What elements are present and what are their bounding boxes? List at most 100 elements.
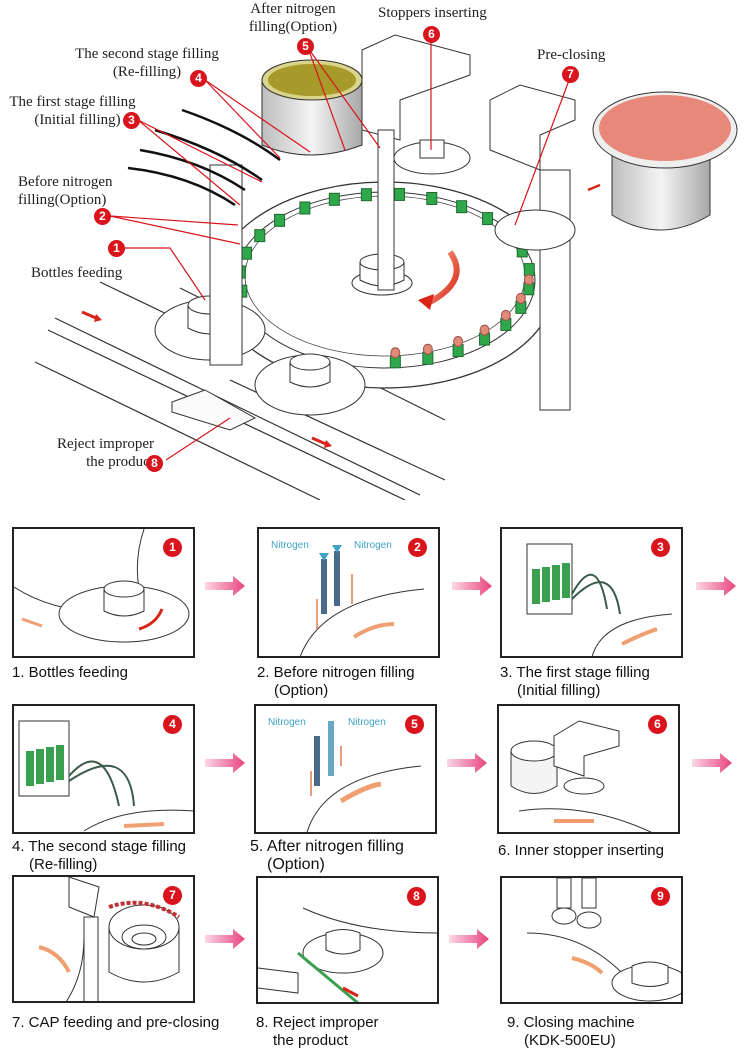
flow-arrow-icon (452, 576, 492, 596)
step-panel-5: Nitrogen Nitrogen 5 (254, 704, 437, 834)
bottle-cap (500, 309, 511, 321)
cap-feeding-illustration (38, 877, 181, 1001)
caption-text: 4. The second stage filling (12, 838, 187, 855)
label-line: (Re-filling) (112, 64, 182, 80)
nitrogen-label-right: Nitrogen (348, 717, 386, 728)
label-line: After nitrogen (250, 1, 336, 17)
step-panel-6: 6 (497, 704, 680, 834)
label-line: The first stage filling (9, 94, 136, 110)
step-panel-8: 8 (256, 876, 439, 1004)
step-badge: 2 (408, 538, 427, 557)
label-pre-closing: Pre-closing (537, 47, 606, 63)
step-badge: 9 (651, 887, 670, 906)
filling-hoses (127, 108, 281, 207)
callout-badge-8: 8 (146, 455, 163, 472)
bottle-cap (390, 347, 401, 359)
callout-badge-3: 3 (123, 112, 140, 129)
closing-machine-illustration (526, 878, 681, 1002)
bottles-feeding-illustration (14, 529, 190, 643)
reject-station (171, 389, 257, 431)
step-badge: 6 (648, 715, 667, 734)
step-panel-3: 3 (500, 527, 683, 658)
bottle (254, 229, 266, 243)
bottle-cap (422, 343, 433, 355)
step-caption-2: 2. Before nitrogen filling(Option) (257, 664, 415, 700)
caption-text: (Initial filling) (517, 682, 601, 699)
callout-badge-6: 6 (423, 26, 440, 43)
step-caption-1: 1. Bottles feeding (12, 664, 128, 682)
rotation-arrow (428, 250, 460, 305)
callout-badge-5: 5 (297, 38, 314, 55)
bottle (328, 192, 340, 206)
bottle-cap (479, 324, 490, 336)
callout-badge-2: 2 (94, 208, 111, 225)
step-caption-6: 6. Inner stopper inserting (498, 842, 664, 860)
bottle-cap (523, 274, 534, 286)
cap-hopper (592, 91, 738, 231)
label-line: Reject improper (56, 436, 154, 452)
bottle (426, 191, 438, 205)
caption-text: (Option) (267, 856, 325, 873)
label-second-stage: The second stage filling (Re-filling) (62, 45, 232, 81)
label-bottles-feeding: Bottles feeding (31, 265, 123, 281)
nitrogen-before-illustration (300, 545, 425, 656)
bottle (456, 200, 468, 214)
label-line: filling(Option) (18, 192, 107, 208)
flow-arrow-icon (205, 753, 245, 773)
caption-text: (KDK-500EU) (524, 1032, 616, 1049)
step-panel-7: 7 (12, 875, 195, 1003)
caption-text: (Re-filling) (29, 856, 98, 873)
nitrogen-label-left: Nitrogen (268, 717, 306, 728)
label-line: The second stage filling (75, 46, 219, 62)
bottle (482, 212, 494, 226)
label-before-nitrogen: Before nitrogen filling(Option) (18, 173, 113, 209)
nitrogen-label-left: Nitrogen (271, 540, 309, 551)
step-caption-5: 5. After nitrogen filling(Option) (250, 838, 404, 874)
label-stoppers-inserting: Stoppers inserting (378, 5, 487, 21)
caption-text: 9. Closing machine (507, 1014, 635, 1031)
caption-text: (Option) (274, 682, 329, 699)
caption-text: 2. Before nitrogen filling (257, 664, 415, 681)
step-panel-1: 1 (12, 527, 195, 658)
label-first-stage: The first stage filling (Initial filling… (0, 93, 145, 129)
flow-arrow-icon (449, 929, 489, 949)
bottle-cap (453, 336, 464, 348)
bottle-cap (515, 292, 526, 304)
step-badge: 1 (163, 538, 182, 557)
caption-text: the product (273, 1032, 349, 1049)
step-badge: 4 (163, 715, 182, 734)
bottle (360, 188, 372, 202)
caption-text: 5. After nitrogen filling (250, 838, 404, 855)
bottle (299, 201, 311, 215)
step-panel-4: 4 (12, 704, 195, 834)
step-caption-3: 3. The first stage filling(Initial filli… (500, 664, 650, 700)
flow-arrows (81, 183, 601, 448)
label-line: filling(Option) (248, 19, 338, 35)
flow-arrow-icon (205, 929, 245, 949)
caption-text: 8. Reject improper (256, 1014, 379, 1031)
label-line: (Initial filling) (34, 112, 121, 128)
callout-badge-4: 4 (190, 70, 207, 87)
caption-text: 6. Inner stopper inserting (498, 842, 664, 859)
nitrogen-after-illustration (306, 721, 422, 832)
step-panel-9: 9 (500, 876, 683, 1004)
step-caption-4: 4. The second stage filling(Re-filling) (12, 838, 186, 874)
step-badge: 8 (407, 887, 426, 906)
stopper-inserting-illustration (510, 720, 652, 832)
callout-badge-1: 1 (108, 240, 125, 257)
first-stage-filling-illustration (526, 543, 673, 656)
pre-closing-head (489, 84, 576, 411)
machine-overview-illustration (34, 34, 738, 500)
caption-text: 7. CAP feeding and pre-closing (12, 1014, 220, 1031)
caption-text: 1. Bottles feeding (12, 664, 128, 681)
step-badge: 3 (651, 538, 670, 557)
label-reject: Reject improper the product (44, 435, 154, 471)
label-line: Before nitrogen (18, 174, 113, 190)
caption-text: 3. The first stage filling (500, 664, 650, 681)
flow-arrow-icon (447, 753, 487, 773)
second-stage-filling-illustration (18, 720, 193, 832)
step-badge: 7 (163, 886, 182, 905)
flow-arrow-icon (696, 576, 736, 596)
exit-starwheel (254, 353, 366, 416)
